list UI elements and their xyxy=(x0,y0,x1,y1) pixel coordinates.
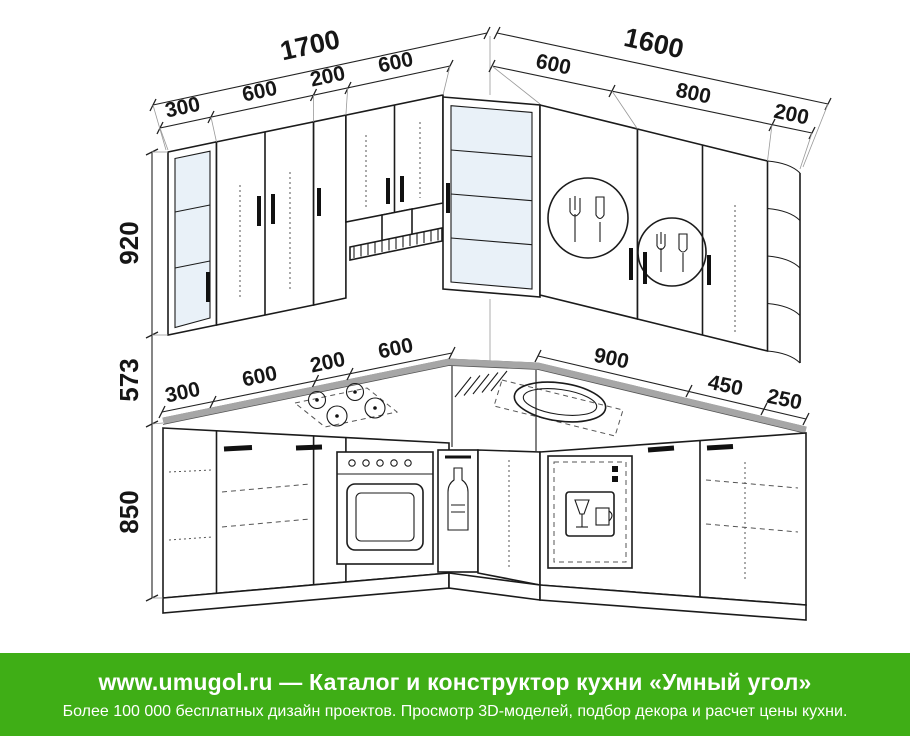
upper-right-cabinet-600 xyxy=(539,103,639,321)
extractor-hood-icon xyxy=(349,208,443,261)
dim-label-upper-left-300: 300 xyxy=(163,93,202,123)
dim-label-upper-right-800: 800 xyxy=(674,79,713,109)
upper-hood-cabinet xyxy=(345,94,444,223)
base-cabinets xyxy=(162,427,807,621)
oven-icon xyxy=(336,451,434,565)
upper-glass-cabinet xyxy=(167,140,218,336)
dim-label-total-left: 1700 xyxy=(277,24,342,66)
footer: www.umugol.ru — Каталог и конструктор ку… xyxy=(0,653,910,736)
dim-label-total-right: 1600 xyxy=(621,22,686,64)
dim-label-counter-right-250: 250 xyxy=(765,385,804,415)
dim-label-upper-right-600: 600 xyxy=(534,50,573,80)
plinth xyxy=(162,572,807,621)
dimension-extension-lines xyxy=(151,65,829,599)
dim-label-upper-left-200: 200 xyxy=(308,62,347,92)
corner-glass-cabinet xyxy=(442,96,541,298)
dim-label-counter-left-200: 200 xyxy=(308,348,347,378)
cutlery-decal-icon xyxy=(547,177,629,259)
upper-narrow-cabinet xyxy=(312,114,347,306)
dim-label-counter-left-600a: 600 xyxy=(240,362,279,392)
countertop xyxy=(162,358,807,451)
dim-label-upper-left-600b: 600 xyxy=(376,48,415,78)
dimension-lines xyxy=(145,26,832,602)
cutlery-decal-icon xyxy=(637,217,707,287)
upper-cabinets xyxy=(167,94,801,364)
base-corner-cabinet xyxy=(477,449,541,586)
drainboard-lines xyxy=(454,370,508,398)
dim-label-height-573: 573 xyxy=(114,358,144,401)
sink-icon xyxy=(493,379,624,437)
dim-label-counter-right-450: 450 xyxy=(706,371,745,401)
dim-label-counter-left-300: 300 xyxy=(163,378,202,408)
dim-label-height-850: 850 xyxy=(114,490,144,533)
upper-two-door-cabinet xyxy=(215,120,315,326)
footer-title: www.umugol.ru — Каталог и конструктор ку… xyxy=(98,668,812,695)
kitchen-dimension-drawing: 1700 1600 300 600 200 600 600 800 200 92… xyxy=(114,22,832,621)
bottle-cargo-icon xyxy=(437,449,479,573)
upper-right-cabinet-800 xyxy=(636,127,769,353)
open-corner-shelves xyxy=(767,160,801,364)
dim-label-counter-left-600b: 600 xyxy=(376,334,415,364)
dim-label-height-920: 920 xyxy=(114,221,144,264)
dishwasher-icon xyxy=(547,455,633,569)
footer-subtitle: Более 100 000 бесплатных дизайн проектов… xyxy=(62,702,848,720)
dim-label-upper-left-600a: 600 xyxy=(240,77,279,107)
cooktop-icon xyxy=(293,382,399,428)
dim-label-upper-right-200: 200 xyxy=(772,100,811,130)
dim-label-counter-right-900: 900 xyxy=(592,344,631,374)
